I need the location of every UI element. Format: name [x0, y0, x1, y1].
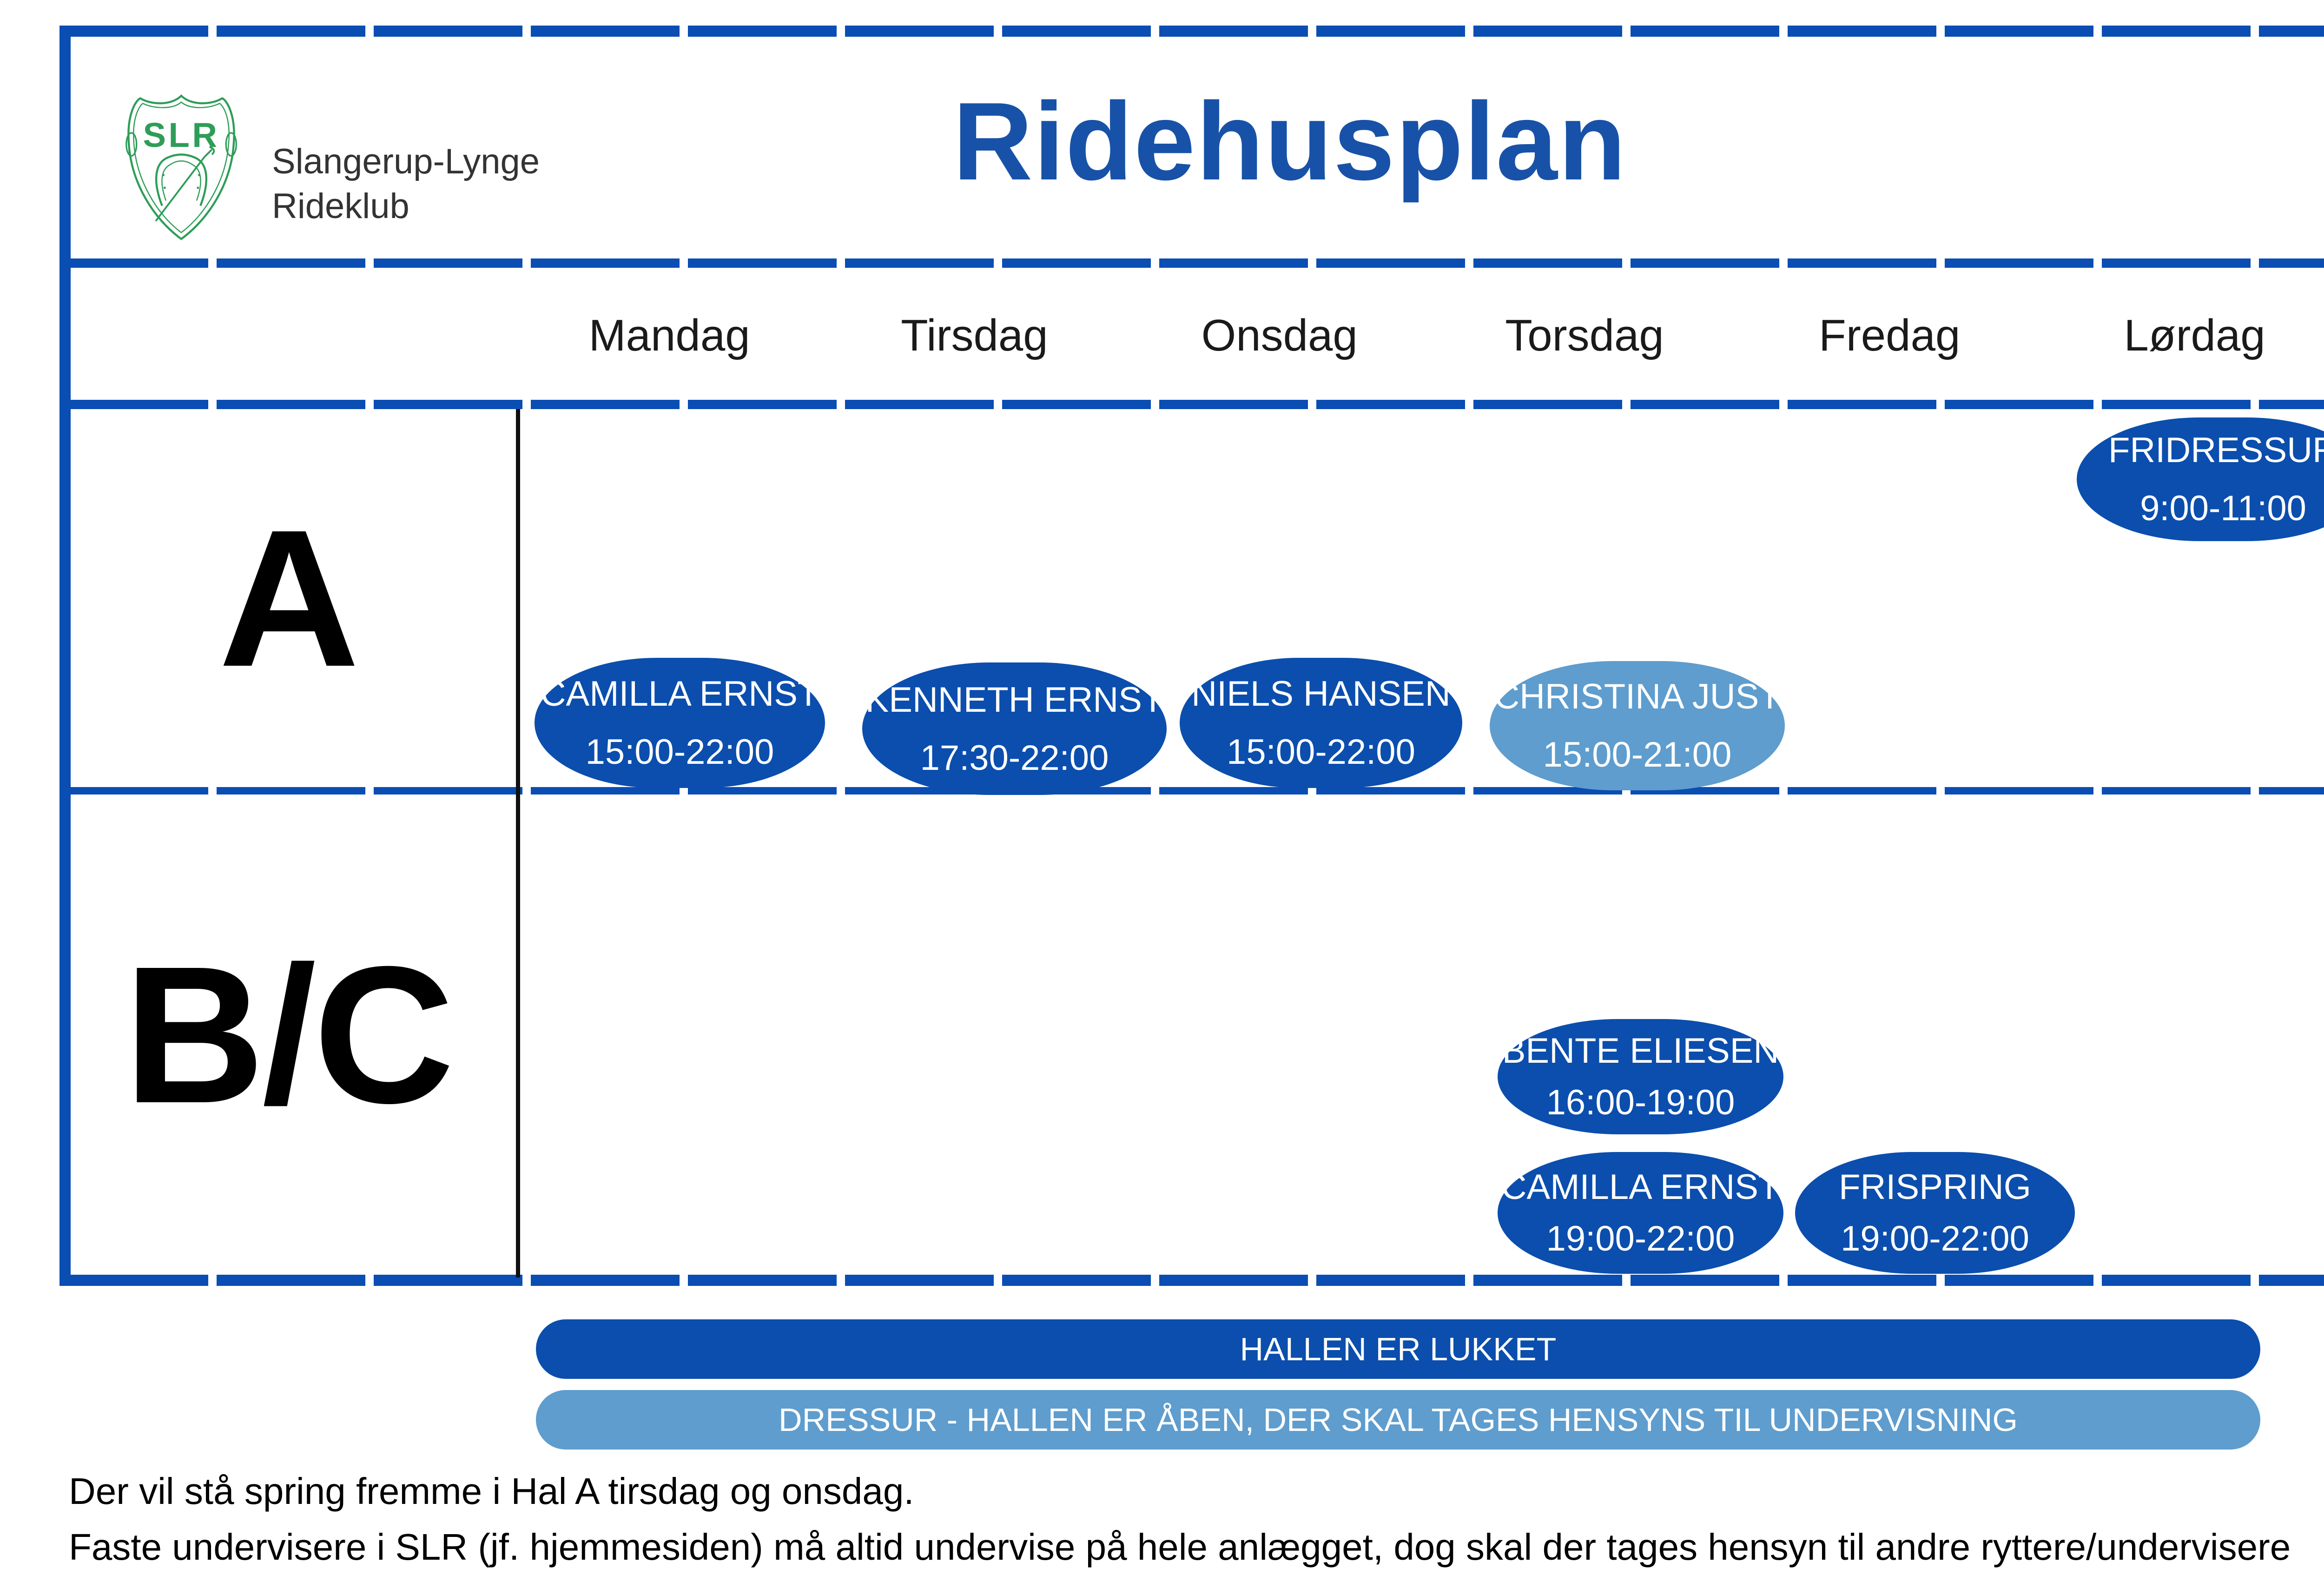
club-name-line2: Rideklub — [272, 186, 409, 226]
logo-abbr: SLR — [143, 116, 220, 154]
club-logo-shield-icon: SLR — [125, 94, 237, 240]
day-header-tirsdag: Tirsdag — [901, 311, 1048, 360]
day-header-onsdag: Onsdag — [1201, 311, 1358, 360]
day-header-fredag: Fredag — [1819, 311, 1961, 360]
label-column-divider — [516, 409, 520, 1278]
club-name: Slangerup-Lynge Rideklub — [272, 139, 540, 229]
pill-time: 15:00-21:00 — [1543, 735, 1732, 775]
note-line: Faste undervisere i SLR (jf. hjemmesiden… — [69, 1526, 2291, 1568]
day-header-lordag: Lørdag — [2124, 311, 2265, 360]
table-border-top — [59, 26, 2324, 37]
table-border-left — [59, 26, 71, 1286]
schedule-pill: FRISPRING 19:00-22:00 — [1795, 1152, 2075, 1274]
row-separator — [59, 787, 2324, 794]
day-header-row: Mandag Tirsdag Onsdag Torsdag Fredag Lør… — [517, 275, 2324, 396]
pill-name: KENNETH ERNST — [865, 680, 1164, 720]
table-border-bottom — [59, 1275, 2324, 1286]
pill-name: CHRISTINA JUST — [1494, 677, 1781, 716]
pill-time: 15:00-22:00 — [1227, 732, 1415, 772]
day-header-mandag: Mandag — [588, 311, 750, 360]
header-separator — [59, 258, 2324, 268]
schedule-pill: NIELS HANSEN 15:00-22:00 — [1180, 658, 1462, 788]
pill-name: NIELS HANSEN — [1191, 674, 1451, 714]
row-label-hall-a: A — [218, 490, 359, 708]
pill-time: 15:00-22:00 — [585, 732, 774, 772]
schedule-pill: CAMILLA ERNST 19:00-22:00 — [1498, 1152, 1783, 1274]
day-header-torsdag: Torsdag — [1505, 311, 1664, 360]
schedule-pill: KENNETH ERNST 17:30-22:00 — [862, 662, 1167, 795]
note-line: Der vil stå spring fremme i Hal A tirsda… — [69, 1470, 914, 1512]
row-label-hall-bc: B/C — [124, 926, 454, 1144]
pill-time: 9:00-11:00 — [2140, 489, 2306, 528]
page-title: Ridehusplan — [952, 80, 1627, 203]
schedule-pill: BENTE ELIESEN 16:00-19:00 — [1498, 1019, 1783, 1134]
pill-time: 17:30-22:00 — [920, 738, 1109, 778]
schedule-pill: CHRISTINA JUST 15:00-21:00 — [1490, 661, 1785, 790]
pill-name: BENTE ELIESEN — [1502, 1031, 1779, 1071]
schedule-pill: FRIDRESSUR 9:00-11:00 — [2077, 417, 2324, 541]
pill-time: 16:00-19:00 — [1546, 1083, 1735, 1122]
schedule-pill: CAMILLA ERNST 15:00-22:00 — [535, 658, 825, 788]
pill-name: CAMILLA ERNST — [1501, 1167, 1780, 1207]
legend-hall-closed: HALLEN ER LUKKET — [536, 1319, 2260, 1379]
club-name-line1: Slangerup-Lynge — [272, 142, 540, 181]
pill-name: FRIDRESSUR — [2108, 430, 2324, 470]
pill-time: 19:00-22:00 — [1841, 1219, 2029, 1258]
footer-notes: Der vil stå spring fremme i Hal A tirsda… — [69, 1463, 2291, 1569]
legend-hall-open-dressur: DRESSUR - HALLEN ER ÅBEN, DER SKAL TAGES… — [536, 1390, 2260, 1450]
pill-time: 19:00-22:00 — [1546, 1219, 1735, 1258]
days-separator — [59, 400, 2324, 409]
pill-name: CAMILLA ERNST — [540, 674, 819, 714]
pill-name: FRISPRING — [1839, 1167, 2031, 1207]
